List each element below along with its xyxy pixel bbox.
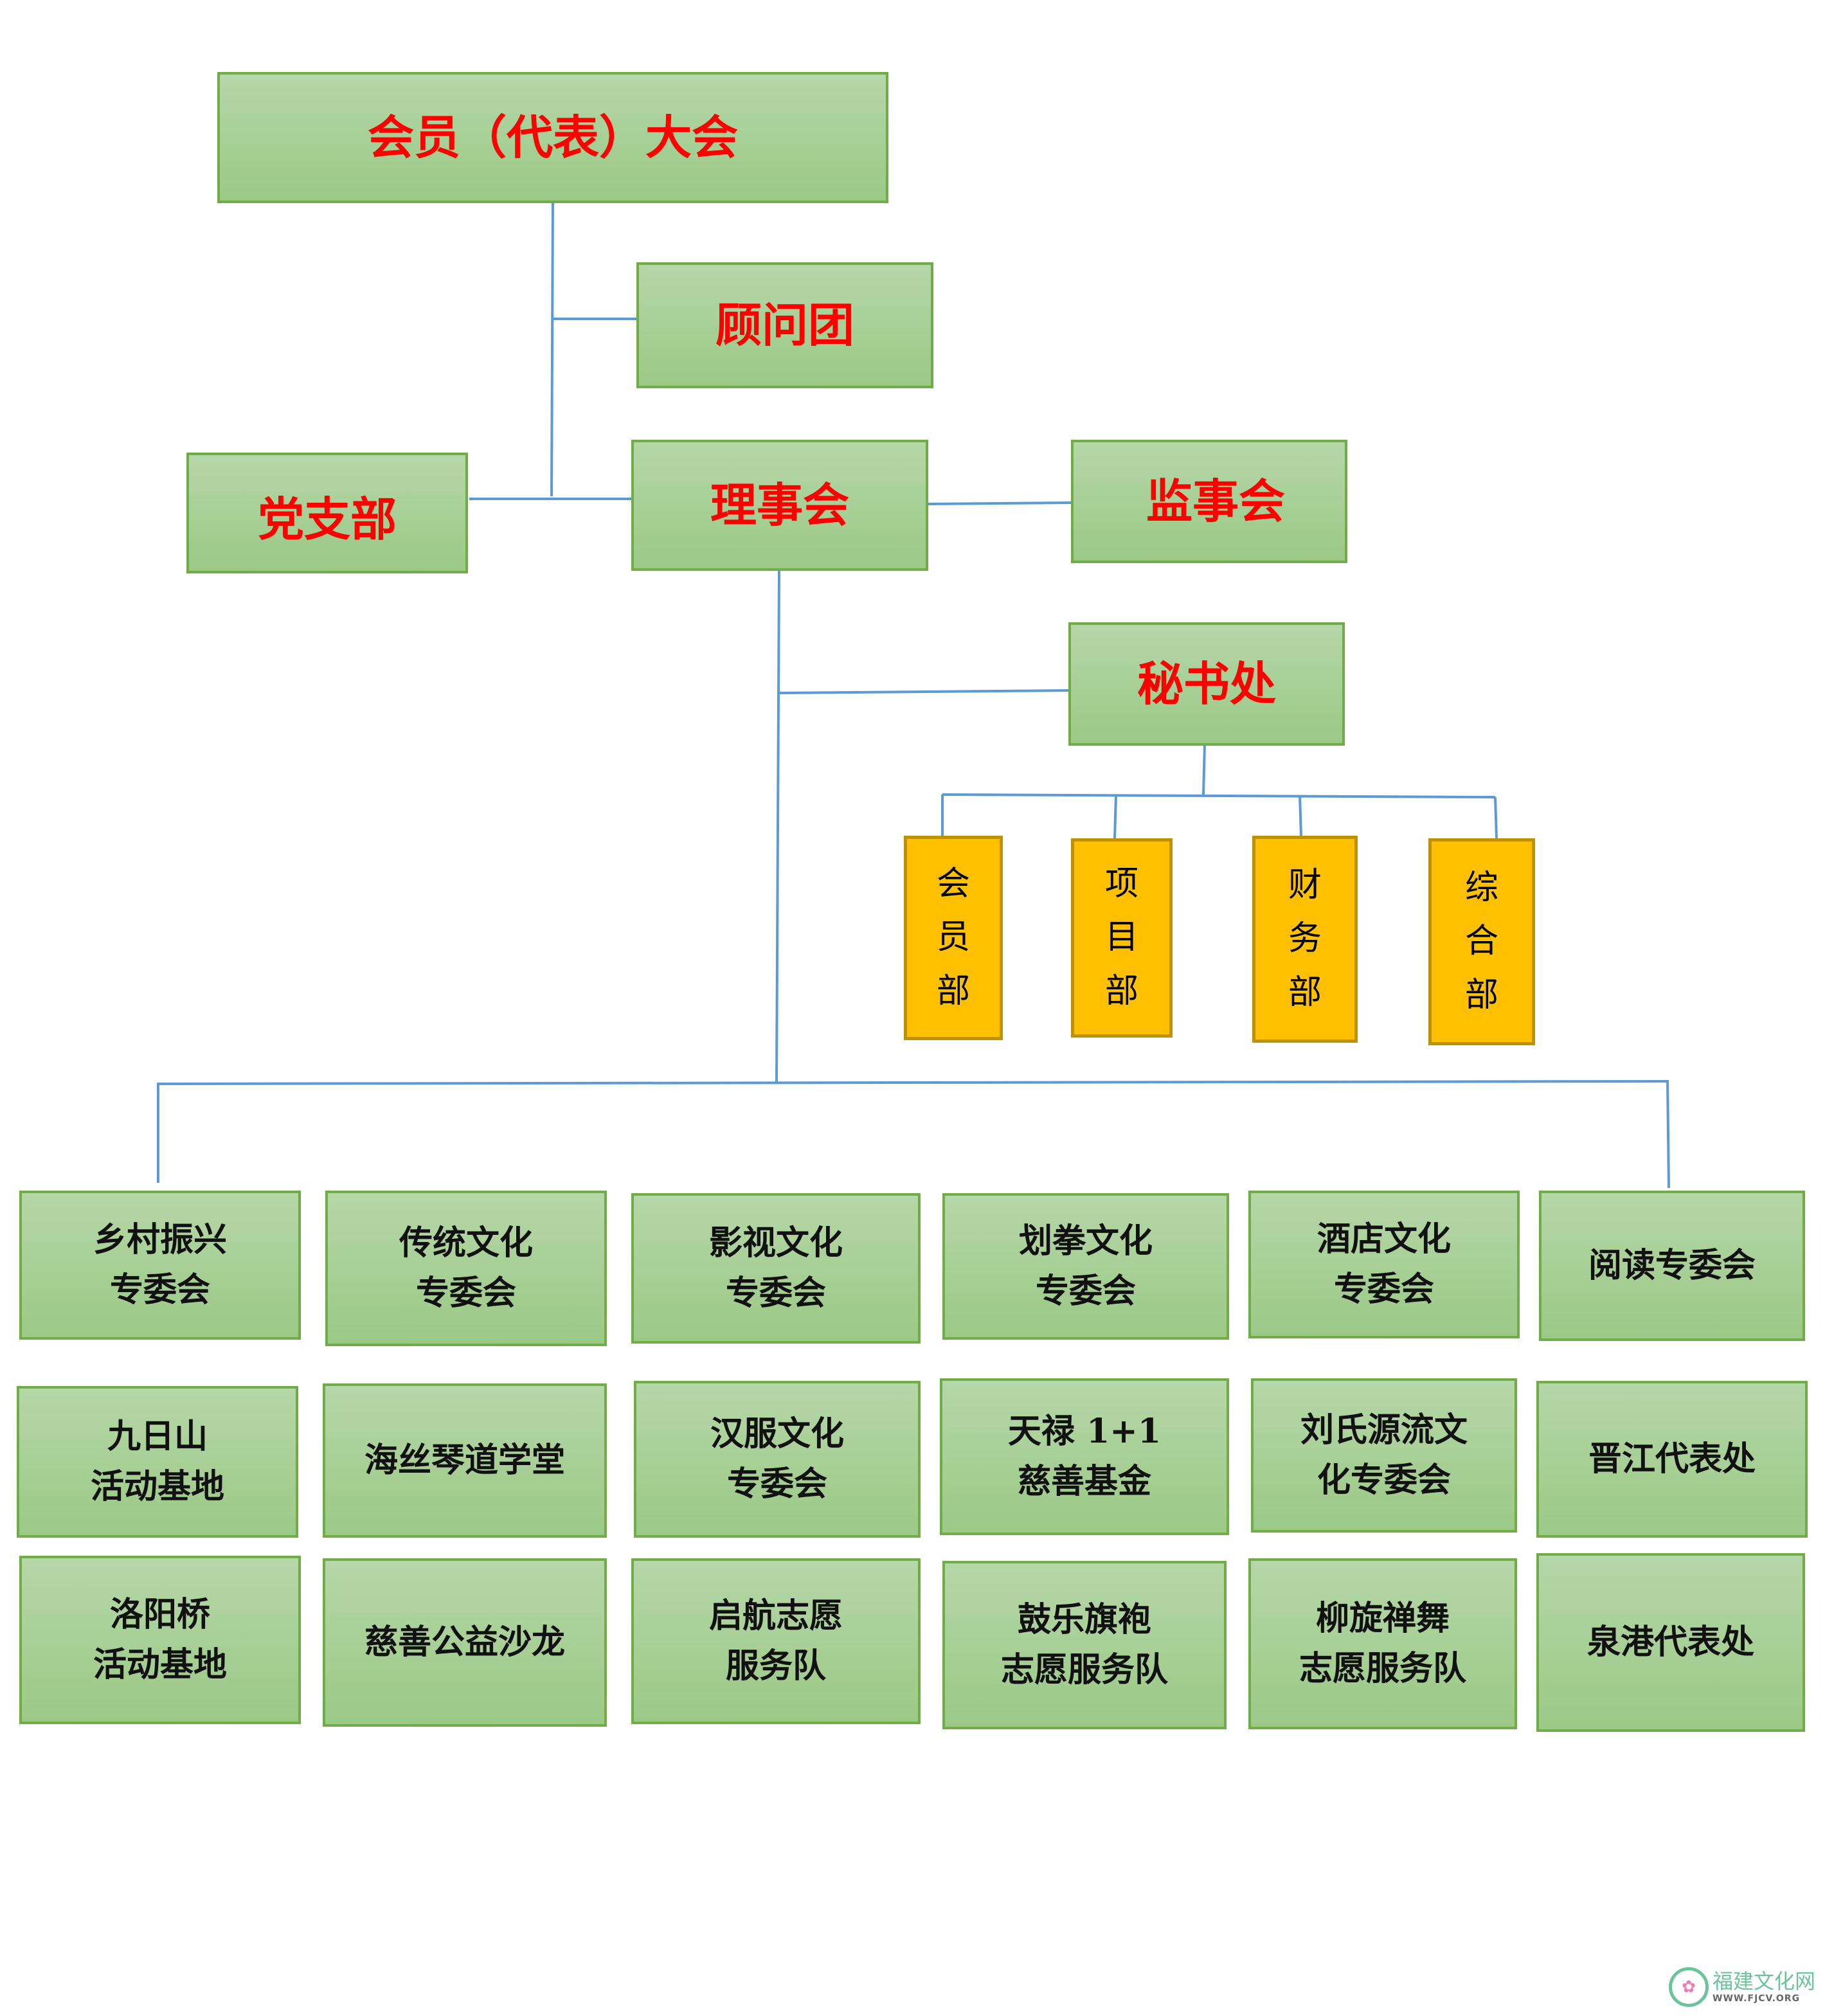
council-box: 理事会 [631, 440, 928, 571]
unit-label: 晋江代表处 [1588, 1439, 1756, 1479]
connector [157, 1080, 1668, 1085]
unit-label: 划拳文化 专委会 [1018, 1221, 1153, 1311]
unit-label: 汉服文化 专委会 [710, 1414, 844, 1504]
council-label: 理事会 [710, 478, 849, 532]
party-branch-box: 党支部 [186, 453, 468, 573]
unit-box: 天禄 1+1 慈善基金 [940, 1378, 1229, 1535]
supervisors-label: 监事会 [1146, 474, 1285, 528]
unit-label: 海丝琴道学堂 [364, 1441, 565, 1480]
connector [1113, 795, 1117, 839]
secretariat-box: 秘书处 [1068, 622, 1345, 746]
party-branch-label: 党支部 [257, 492, 397, 546]
connector [926, 501, 1072, 505]
unit-box: 海丝琴道学堂 [323, 1383, 607, 1538]
department-box: 综 合 部 [1428, 838, 1535, 1045]
supervisors-box: 监事会 [1071, 440, 1347, 563]
department-label: 综 合 部 [1464, 869, 1498, 1014]
unit-label: 阅读专委会 [1588, 1246, 1756, 1285]
unit-label: 刘氏源流文 化专委会 [1300, 1410, 1468, 1500]
secretariat-label: 秘书处 [1137, 656, 1276, 711]
department-box: 财 务 部 [1252, 836, 1358, 1043]
unit-box: 影视文化 专委会 [631, 1193, 921, 1344]
logo-icon: ✿ [1669, 1967, 1709, 2007]
connector [1299, 795, 1302, 836]
assembly-label: 会员（代表）大会 [367, 110, 738, 165]
unit-label: 九日山 活动基地 [90, 1417, 224, 1506]
advisors-label: 顾问团 [715, 298, 854, 352]
unit-box: 传统文化 专委会 [325, 1191, 607, 1346]
department-box: 项 目 部 [1071, 838, 1173, 1038]
unit-box: 阅读专委会 [1539, 1191, 1805, 1341]
unit-box: 乡村振兴 专委会 [19, 1191, 301, 1340]
watermark: ✿ 福建文化网 WWW.FJCV.ORG [1669, 1967, 1815, 2007]
unit-box: 酒店文化 专委会 [1248, 1191, 1520, 1338]
unit-label: 酒店文化 专委会 [1317, 1220, 1451, 1309]
unit-box: 鼓乐旗袍 志愿服务队 [942, 1561, 1227, 1729]
unit-box: 划拳文化 专委会 [942, 1193, 1229, 1340]
unit-label: 泉港代表处 [1587, 1623, 1754, 1662]
unit-label: 洛阳桥 活动基地 [93, 1595, 227, 1684]
unit-box: 晋江代表处 [1536, 1381, 1808, 1538]
watermark-url: WWW.FJCV.ORG [1713, 1993, 1801, 2004]
department-box: 会 员 部 [904, 836, 1003, 1040]
assembly-box: 会员（代表）大会 [217, 72, 888, 203]
unit-box: 柳旋禅舞 志愿服务队 [1248, 1558, 1517, 1729]
department-label: 会 员 部 [936, 865, 970, 1011]
unit-label: 柳旋禅舞 志愿服务队 [1299, 1599, 1466, 1688]
connector [550, 201, 554, 497]
unit-box: 刘氏源流文 化专委会 [1251, 1378, 1517, 1533]
unit-box: 泉港代表处 [1536, 1553, 1805, 1732]
unit-label: 影视文化 专委会 [708, 1223, 843, 1313]
unit-label: 传统文化 专委会 [399, 1223, 533, 1313]
unit-box: 九日山 活动基地 [17, 1386, 298, 1538]
unit-label: 乡村振兴 专委会 [93, 1220, 227, 1310]
unit-label: 慈善公益沙龙 [364, 1623, 565, 1662]
unit-label: 鼓乐旗袍 志愿服务队 [1000, 1600, 1168, 1689]
connector [1494, 797, 1498, 839]
unit-box: 慈善公益沙龙 [323, 1558, 607, 1727]
connector [777, 689, 1069, 694]
watermark-name: 福建文化网 [1713, 1969, 1816, 1994]
connector [775, 570, 780, 1083]
advisors-box: 顾问团 [636, 262, 933, 388]
connector [1202, 744, 1206, 795]
unit-box: 洛阳桥 活动基地 [19, 1556, 301, 1724]
department-label: 项 目 部 [1104, 865, 1138, 1011]
connector [1666, 1079, 1670, 1189]
department-label: 财 务 部 [1288, 866, 1322, 1012]
unit-label: 启航志愿 服务队 [708, 1596, 843, 1686]
unit-label: 天禄 1+1 慈善基金 [1007, 1412, 1162, 1501]
unit-box: 启航志愿 服务队 [631, 1558, 921, 1724]
connector [942, 793, 1496, 798]
unit-box: 汉服文化 专委会 [634, 1381, 921, 1538]
